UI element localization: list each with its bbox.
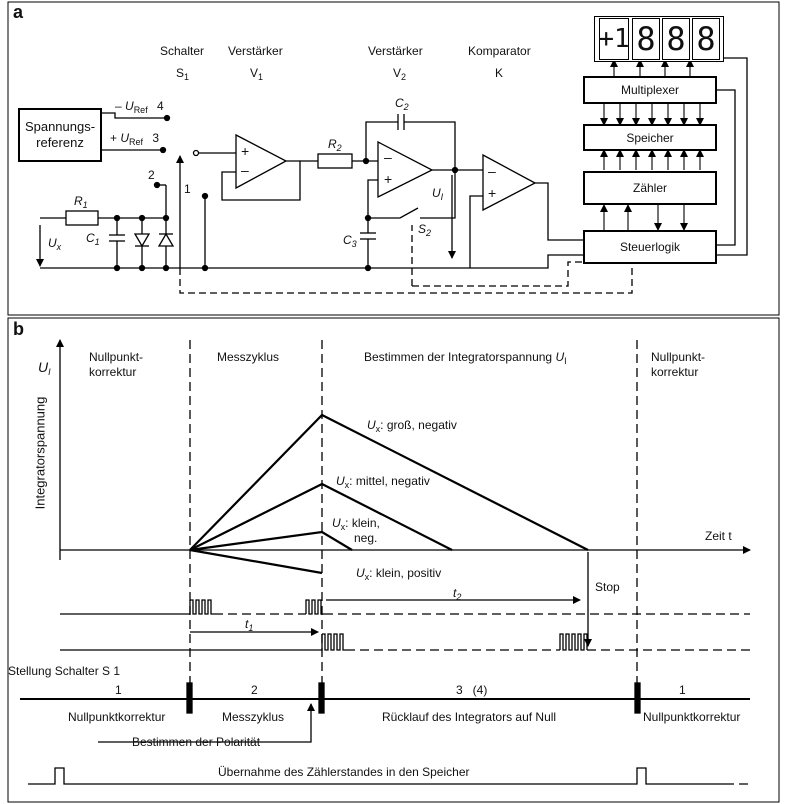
- position-1: 1: [115, 683, 122, 697]
- phase-name-ruecklauf: Rücklauf des Integrators auf Null: [382, 710, 557, 724]
- c1-label: C1: [86, 231, 100, 247]
- ui-label: UI: [432, 186, 444, 202]
- panel-a-frame: [7, 1, 780, 316]
- phase-name-nullpunkt-2: Nullpunktkorrektur: [643, 710, 741, 724]
- phase-name-nullpunkt: Nullpunktkorrektur: [68, 710, 166, 724]
- header-v1-sym: V1: [250, 66, 264, 82]
- uref-pos-label: + URef 3: [110, 131, 160, 147]
- zeit-label: Zeit t: [705, 529, 732, 543]
- v2-opamp: [377, 140, 434, 199]
- display-digit-3: 8: [692, 18, 720, 60]
- display-sign-digit: +1: [598, 18, 630, 60]
- polaritaet-label: Bestimmen der Polarität: [132, 735, 261, 749]
- r1-label: R1: [74, 194, 88, 210]
- s2-label: S2: [418, 222, 432, 238]
- header-schalter: Schalter: [160, 44, 205, 58]
- ui-axis-label: UI: [38, 359, 51, 377]
- uref-neg-wire: [100, 112, 167, 119]
- phase1-line1: Nullpunkt-: [89, 350, 144, 364]
- header-v2-sym: V2: [393, 66, 407, 82]
- phase3-label: Bestimmen der Integratorspannung UI: [364, 350, 567, 366]
- node-1-label: 1: [184, 182, 191, 196]
- phase4-line1: Nullpunkt-: [651, 350, 706, 364]
- label-mittel-negativ: Ux: mittel, negativ: [336, 474, 430, 490]
- k-plus: +: [488, 185, 497, 201]
- position-2: 2: [251, 683, 258, 697]
- stellung-schalter-label: Stellung Schalter S 1: [8, 664, 121, 678]
- c3-label: C3: [343, 233, 357, 249]
- v2-minus: –: [384, 149, 392, 165]
- r1-resistor: [65, 210, 99, 226]
- k-minus: –: [488, 163, 496, 179]
- integrator-curves: [189, 413, 589, 575]
- speicher-block: Speicher: [583, 124, 717, 151]
- multiplexer-block: Multiplexer: [583, 76, 717, 104]
- display-digit-2: 8: [662, 18, 690, 60]
- phase-name-messzyklus: Messzyklus: [222, 710, 285, 724]
- curve-gross-negativ: [189, 413, 589, 551]
- header-k: K: [495, 66, 504, 80]
- curve-mittel-negativ: [189, 482, 453, 551]
- uref-neg-label: – URef 4: [115, 99, 164, 115]
- steuerlogik-block: Steuerlogik: [583, 230, 717, 264]
- label-klein-neg: Ux: klein,: [332, 516, 380, 532]
- header-v2: Verstärker: [368, 44, 423, 58]
- zaehler-block: Zähler: [583, 171, 717, 205]
- r2-resistor: [317, 153, 353, 169]
- t2-label: t2: [453, 586, 462, 602]
- spannungsreferenz-box: Spannungs- referenz: [18, 108, 102, 162]
- r2-label: R2: [328, 137, 342, 153]
- curve-klein-neg: [189, 530, 353, 552]
- v2-plus: +: [384, 171, 393, 187]
- v1-opamp: [235, 133, 288, 190]
- panel-a-label: a: [13, 2, 24, 22]
- display-digit-1: 8: [632, 18, 660, 60]
- stop-label: Stop: [595, 580, 620, 594]
- t1-label: t1: [245, 617, 254, 633]
- comparator: [482, 153, 537, 212]
- position-3-4: 3 (4): [456, 683, 488, 697]
- c2-label: C2: [395, 96, 409, 112]
- ux-label: Ux: [48, 236, 62, 252]
- panel-b-label: b: [13, 319, 24, 339]
- header-komparator: Komparator: [468, 44, 531, 58]
- uebernahme-label: Übernahme des Zählerstandes in den Speic…: [218, 765, 470, 779]
- phase4-line2: korrektur: [651, 365, 699, 379]
- panel-b-frame: [7, 317, 780, 803]
- reference-line1: Spannungs-: [24, 119, 96, 134]
- position-1b: 1: [679, 683, 686, 697]
- y-axis-title: Integratorspannung: [32, 396, 48, 510]
- node-2-label: 2: [148, 168, 155, 182]
- label-gross-negativ: Ux: groß, negativ: [367, 418, 457, 434]
- v1-plus: +: [241, 143, 250, 159]
- curve-klein-positiv: [189, 548, 323, 575]
- header-s1: S1: [176, 66, 190, 82]
- phase1-line2: korrektur: [89, 365, 137, 379]
- label-klein-positiv: Ux: klein, positiv: [356, 566, 442, 582]
- header-v1: Verstärker: [228, 44, 283, 58]
- label-klein-neg-2: neg.: [354, 531, 378, 545]
- reference-line2: referenz: [36, 135, 84, 150]
- phase2-label: Messzyklus: [217, 350, 280, 364]
- v1-minus: –: [241, 162, 249, 178]
